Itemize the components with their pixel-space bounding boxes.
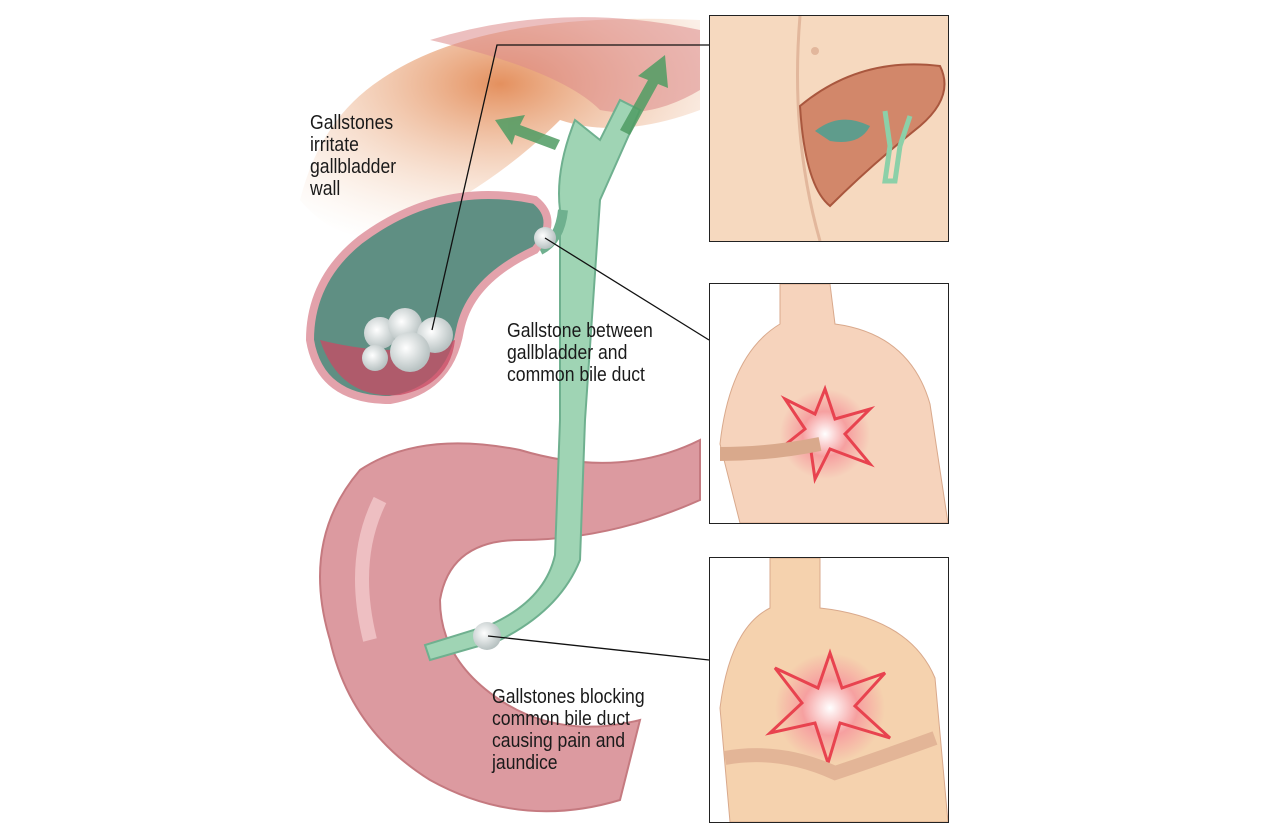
- intestine: [319, 438, 701, 813]
- gallstones-cluster: [362, 308, 453, 372]
- arrow-icon: [495, 55, 668, 150]
- panel-liver-location: [709, 15, 949, 242]
- common-bile-duct: [423, 98, 642, 662]
- torso-pain-illustration: [710, 284, 948, 523]
- label-line: wall: [310, 178, 341, 200]
- label-line: common bile duct: [492, 708, 630, 730]
- label-line: gallbladder: [310, 156, 397, 178]
- label-line: Gallstones blocking: [492, 686, 645, 708]
- label-line: irritate: [310, 134, 359, 156]
- label-line: Gallstones: [310, 112, 394, 134]
- panel-upper-abdominal-pain: [709, 283, 949, 524]
- label-line: causing pain and: [492, 730, 626, 752]
- leader-lines: [431, 44, 710, 661]
- liver-inset-illustration: [796, 16, 946, 241]
- panel-severe-abdominal-pain: [709, 557, 949, 823]
- gallstone-duct-blocking: [473, 622, 501, 650]
- label-line: gallbladder and: [507, 342, 628, 364]
- torso-severe-pain-illustration: [710, 558, 948, 822]
- label-gallstone-between: Gallstone between gallbladder and common…: [507, 320, 653, 386]
- label-gallstones-blocking: Gallstones blocking common bile duct cau…: [492, 686, 645, 774]
- label-line: Gallstone between: [507, 320, 653, 342]
- label-gallstones-irritate: Gallstones irritate gallbladder wall: [310, 112, 396, 200]
- label-line: jaundice: [492, 752, 558, 774]
- label-line: common bile duct: [507, 364, 645, 386]
